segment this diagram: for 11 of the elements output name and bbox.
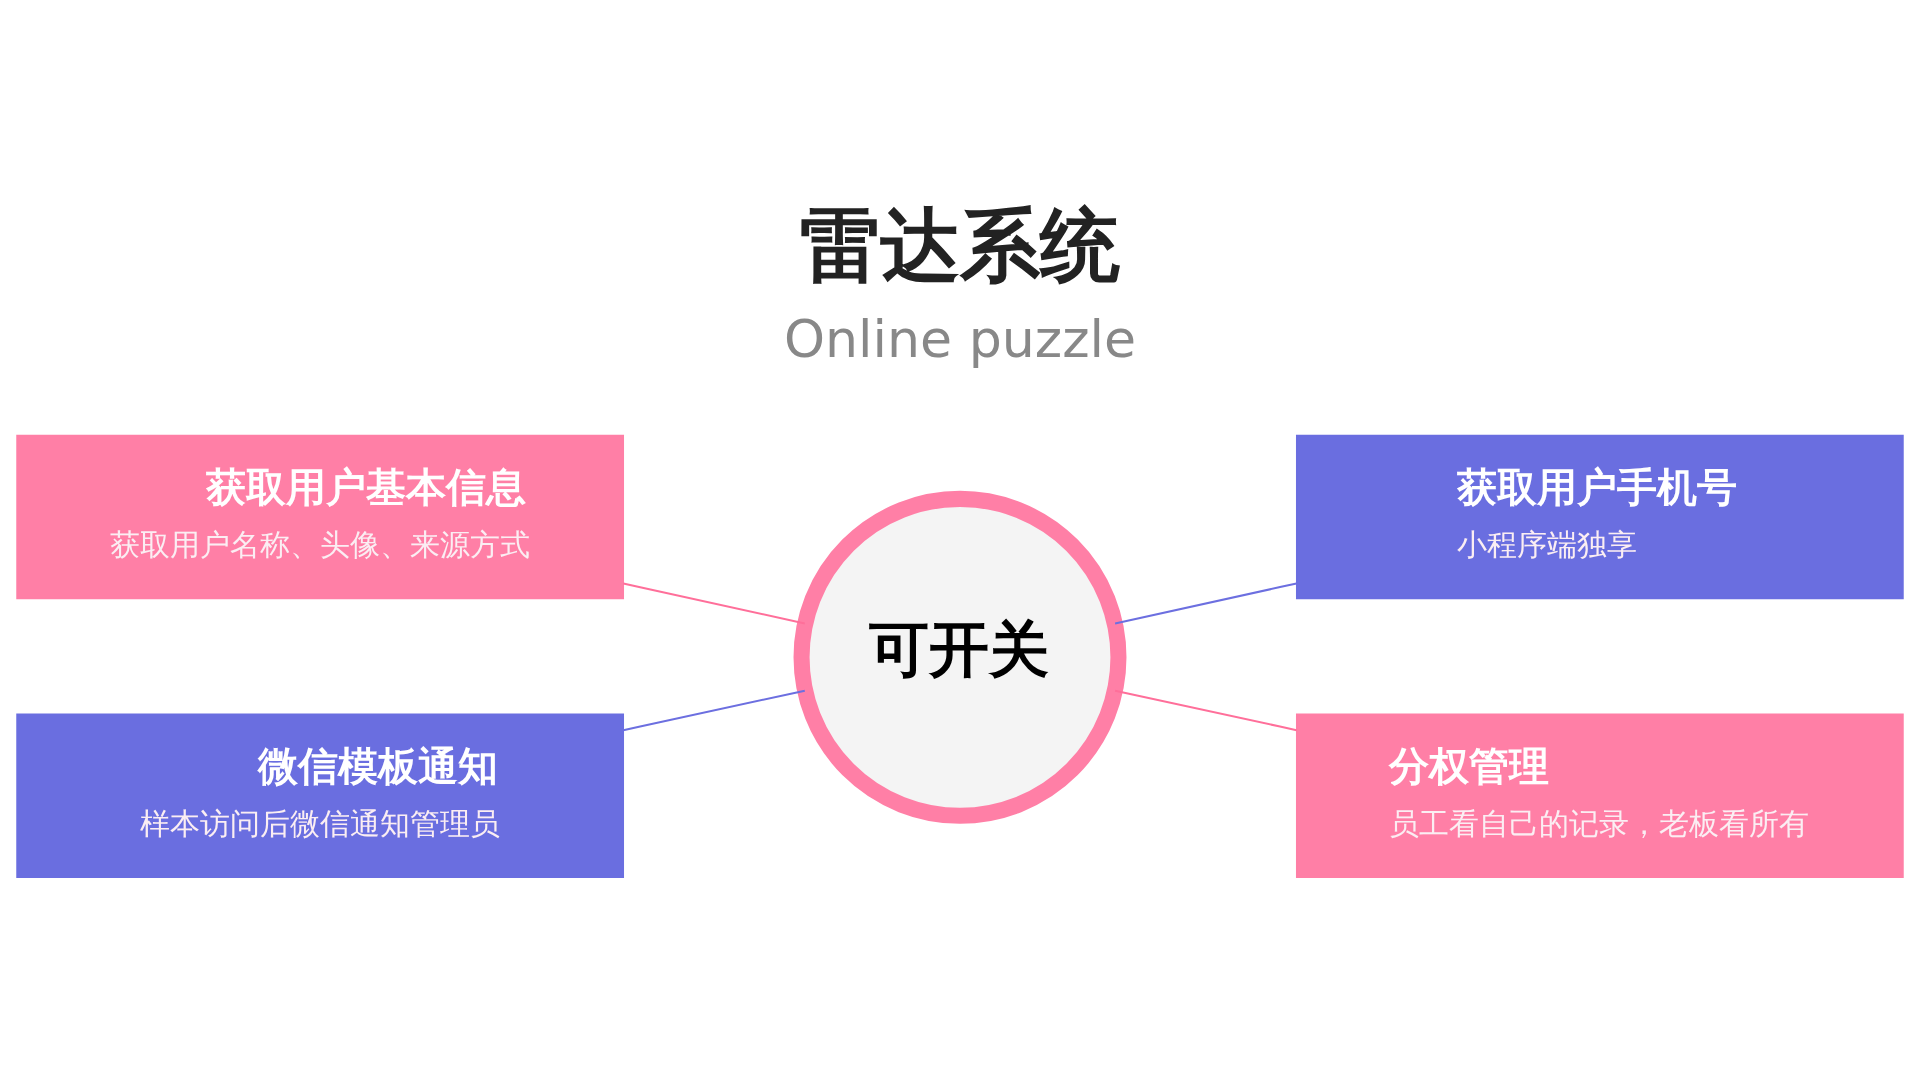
label: Online puzzle: [783, 309, 1137, 370]
node-box: 分权管理 员工看自己的记录，老板看所有: [1295, 713, 1904, 878]
diagram-title: 雷达系统: [799, 199, 1120, 293]
connector: [1114, 689, 1297, 732]
node-box: 获取用户基本信息 获取用户名称、头像、来源方式: [16, 434, 625, 600]
node-box: 微信模板通知 样本访问后微信通知管理员: [16, 713, 625, 878]
connector: [1114, 582, 1297, 625]
connector: [623, 582, 805, 625]
connector: [623, 689, 805, 732]
node-circle: 可开关: [793, 490, 1127, 824]
node-box: 获取用户手机号 小程序端独享: [1295, 434, 1904, 600]
